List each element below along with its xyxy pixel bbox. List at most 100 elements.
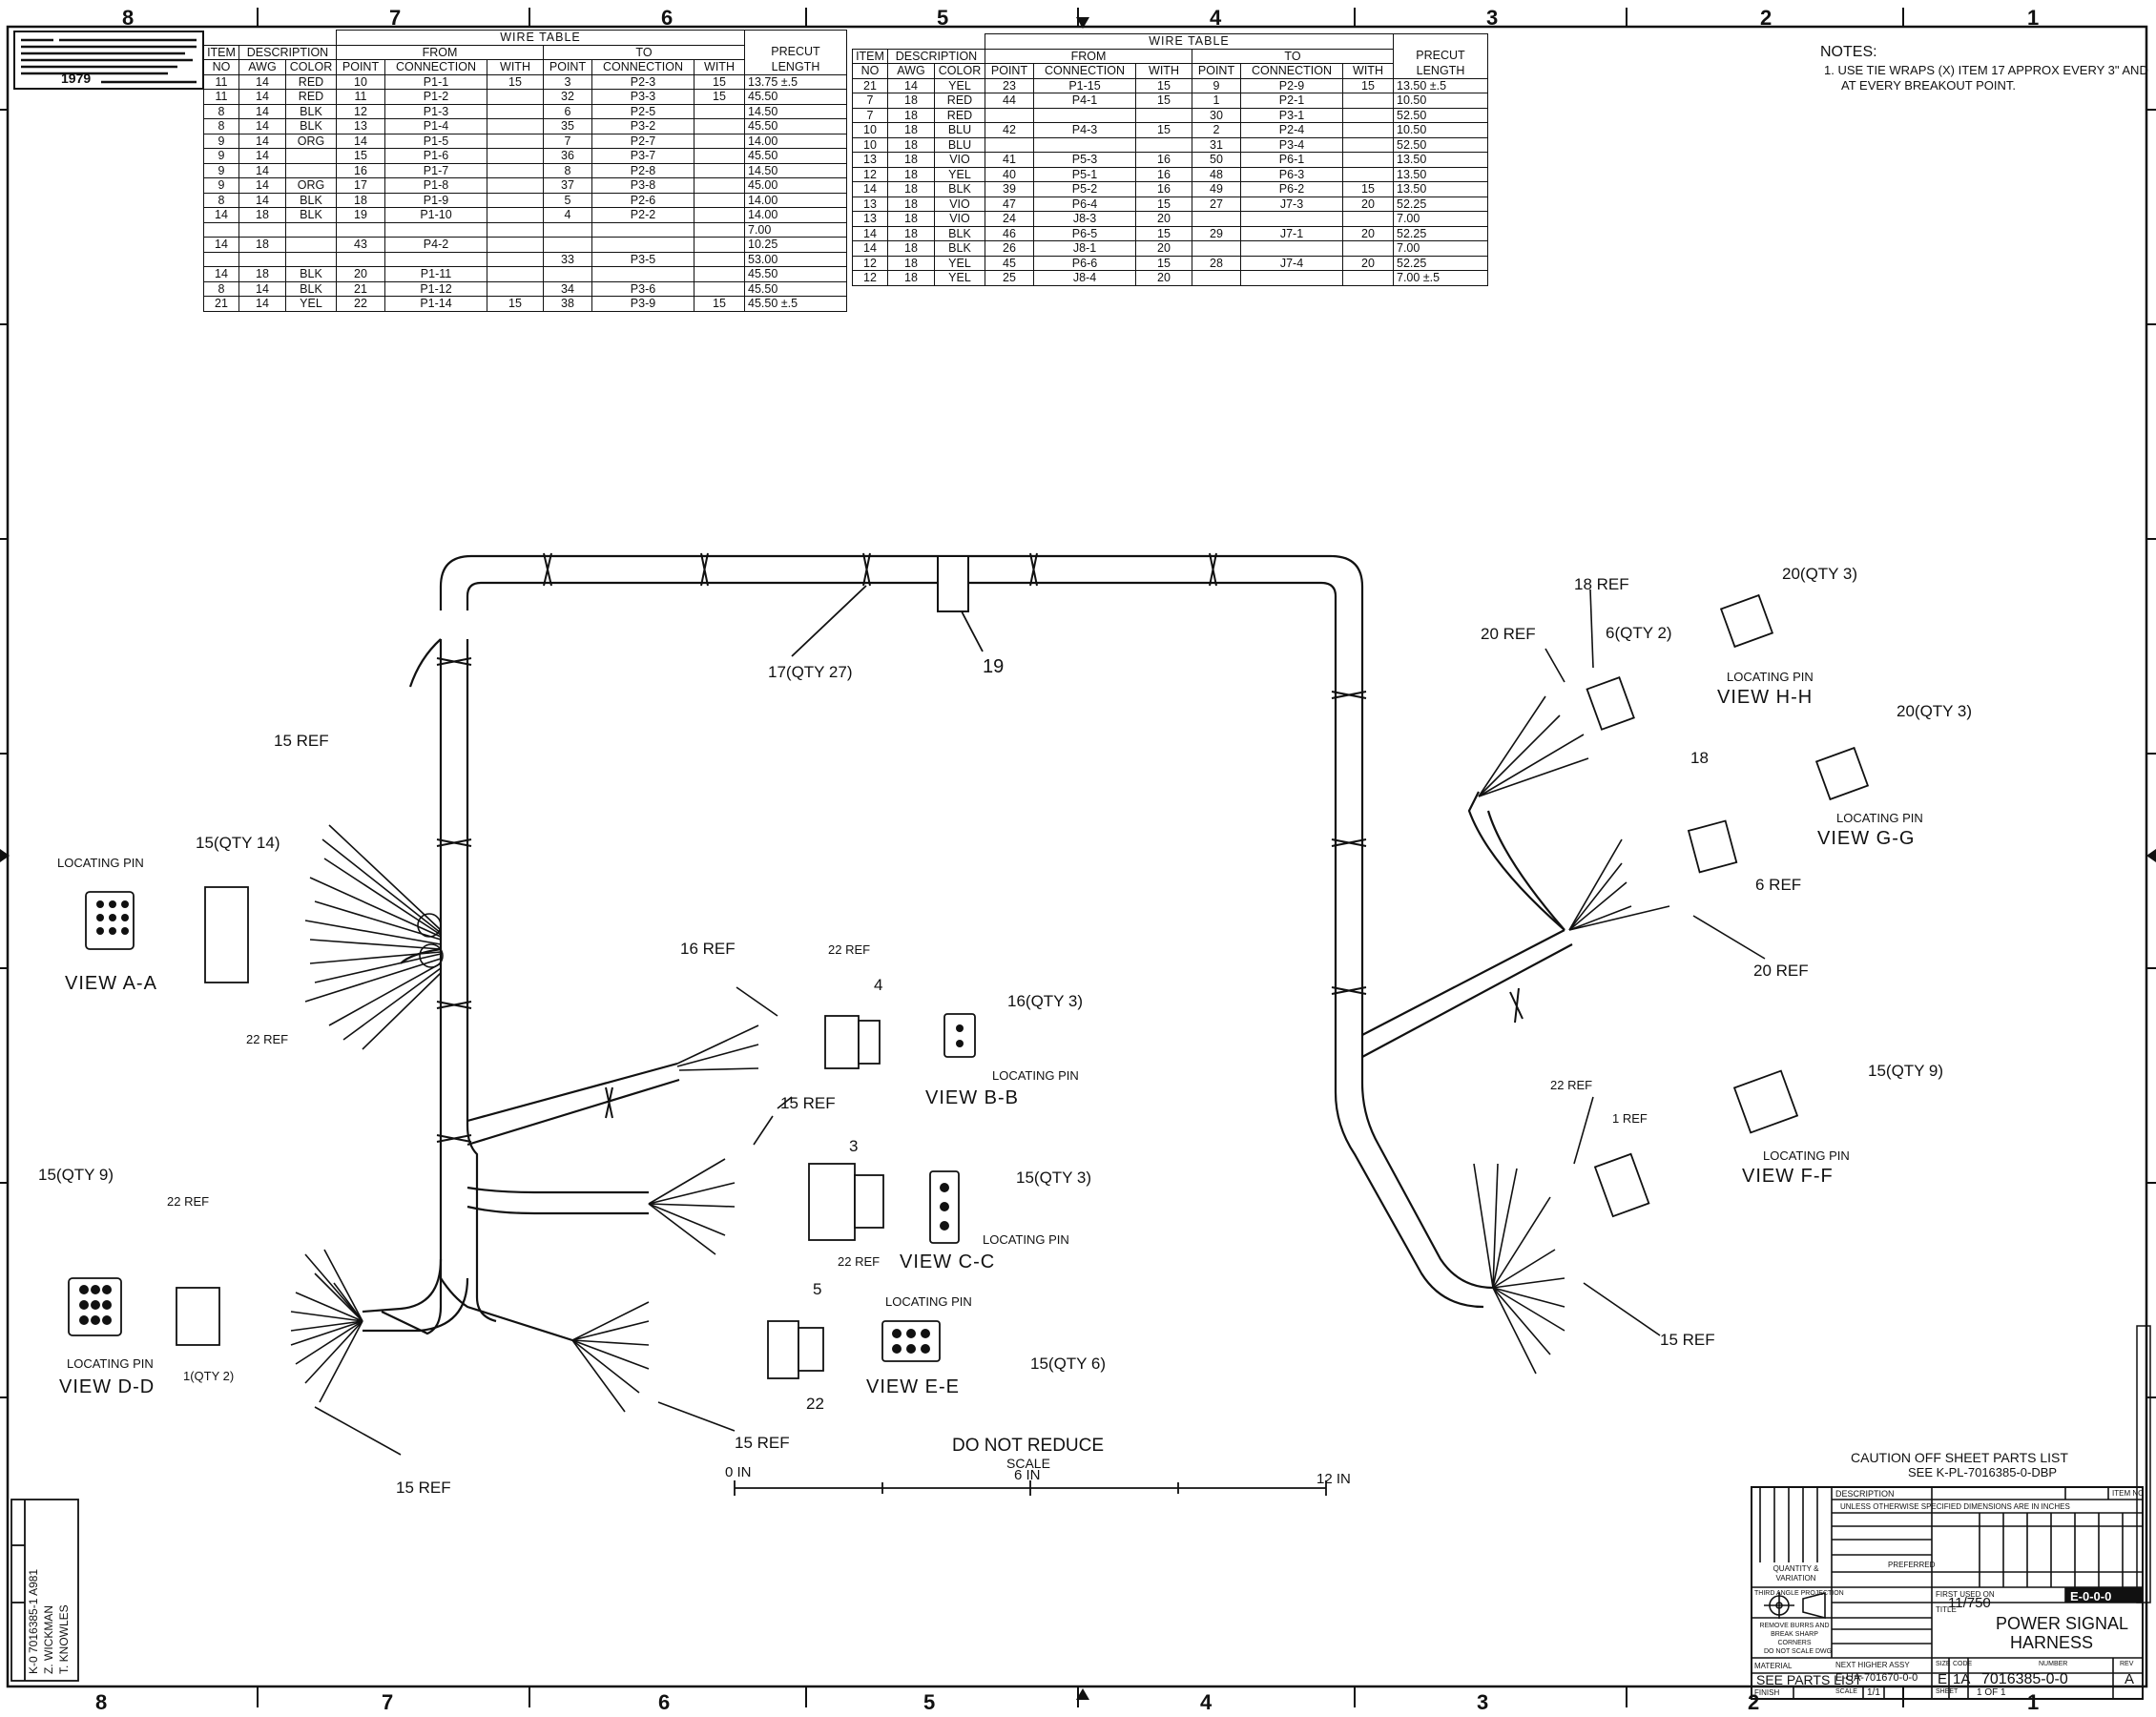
wire-table-right-cell: 18 bbox=[887, 122, 935, 138]
wire-table-right-cell: VIO bbox=[934, 152, 985, 168]
wire-table-right-cell: 29 bbox=[1192, 225, 1241, 241]
wire-table-left-cell: 45.50 bbox=[744, 280, 847, 297]
callout-item-19: 19 bbox=[983, 656, 1005, 677]
wire-table-left-cell: 45.50 ±.5 bbox=[744, 296, 847, 312]
tb-finish: FINISH bbox=[1754, 1688, 1780, 1697]
view-b-b: VIEW B-B bbox=[925, 1087, 1020, 1108]
callout-18-ref-h: 18 REF bbox=[1574, 575, 1629, 593]
title-block: DESCRIPTION ITEM NO UNLESS OTHERWISE SPE… bbox=[1751, 1486, 2144, 1700]
notes-line-2: AT EVERY BREAKOUT POINT. bbox=[1841, 78, 2017, 93]
locating-pin-b: LOCATING PIN bbox=[992, 1068, 1079, 1083]
wire-table-right-cell: 13.50 bbox=[1393, 152, 1488, 168]
connector-j8 bbox=[1586, 676, 1635, 731]
wire-table-right-cell: BLK bbox=[934, 240, 985, 257]
zone-label-bottom-5: 5 bbox=[923, 1690, 936, 1714]
zone-label-5: 5 bbox=[937, 6, 949, 30]
scale-tick-12: 12 IN bbox=[1316, 1471, 1351, 1487]
wire-table-right-cell: P5-3 bbox=[1033, 152, 1136, 168]
wire-table-left-cell: 22 bbox=[336, 296, 385, 312]
callout-15-qty-9-f: 15(QTY 9) bbox=[1868, 1062, 1944, 1080]
wire-table-left-cell: 14.00 bbox=[744, 192, 847, 208]
tie-wrap-marks bbox=[436, 552, 1524, 1143]
wire-table-left-cell: BLK bbox=[285, 280, 337, 297]
callout-item-22: 22 bbox=[806, 1395, 824, 1413]
zone-label-bottom-3: 3 bbox=[1477, 1690, 1489, 1714]
tb-scale: SCALE bbox=[1835, 1688, 1857, 1695]
tb-rev-value: A bbox=[2125, 1671, 2135, 1687]
harness-trunk-top-inner bbox=[466, 581, 1337, 1011]
tb-material: MATERIAL bbox=[1754, 1662, 1793, 1670]
wire-table-left-cell: 32 bbox=[543, 89, 592, 105]
locating-pin-h: LOCATING PIN bbox=[1727, 670, 1814, 684]
tb-title-label: TITLE bbox=[1936, 1605, 1957, 1614]
revision-strip-line-2: Z. WICKMAN bbox=[42, 1605, 55, 1674]
tb-first-used-on: FIRST USED ON bbox=[1936, 1590, 1995, 1599]
callout-15-ref-a: 15 REF bbox=[274, 732, 329, 750]
callout-16-qty-3: 16(QTY 3) bbox=[1007, 992, 1084, 1010]
callout-tie-wraps: 17(QTY 27) bbox=[768, 663, 853, 681]
view-h-h: VIEW H-H bbox=[1717, 687, 1814, 708]
callout-item-5: 5 bbox=[813, 1280, 822, 1298]
tb-remove-burrs: REMOVE BURRS AND BREAK SHARP CORNERS bbox=[1759, 1623, 1830, 1646]
revision-strip-line-1: K-0 7016385-1 A981 bbox=[27, 1568, 40, 1674]
callout-20-qty-3-h: 20(QTY 3) bbox=[1782, 565, 1858, 583]
wire-table-left-cell: P2-6 bbox=[591, 192, 694, 208]
wire-table-left-cell: 13.75 ±.5 bbox=[744, 73, 847, 90]
notes-line-1: 1. USE TIE WRAPS (X) ITEM 17 APPROX EVER… bbox=[1824, 63, 2148, 77]
scale-bar bbox=[734, 1480, 1327, 1496]
wire-table-left-title: WIRE TABLE bbox=[336, 30, 745, 46]
locating-pin-e: LOCATING PIN bbox=[885, 1294, 972, 1309]
connector-p3 bbox=[1593, 1152, 1650, 1218]
copyright-year: 1979 bbox=[61, 71, 92, 86]
callout-22-ref-a: 22 REF bbox=[246, 1032, 289, 1046]
tb-item-no: ITEM NO bbox=[2112, 1489, 2145, 1498]
tb-sheet: SHEET bbox=[1936, 1688, 1959, 1695]
callout-15-qty-14: 15(QTY 14) bbox=[196, 834, 280, 852]
caution-line-2: SEE K-PL-7016385-0-DBP bbox=[1908, 1465, 2058, 1479]
view-d-d: VIEW D-D bbox=[59, 1376, 155, 1397]
locating-pin-c: LOCATING PIN bbox=[983, 1232, 1069, 1247]
zone-label-bottom-1: 1 bbox=[2027, 1690, 2040, 1714]
callout-item-3: 3 bbox=[849, 1137, 859, 1155]
tb-material-value: SEE PARTS LIST bbox=[1756, 1672, 1862, 1687]
view-f-f: VIEW F-F bbox=[1742, 1166, 1834, 1187]
callout-1-qty-2-d: 1(QTY 2) bbox=[183, 1369, 235, 1383]
tb-size-value: E bbox=[1938, 1671, 1948, 1687]
connector-p2-side bbox=[176, 1287, 220, 1346]
locating-pin-a: LOCATING PIN bbox=[57, 856, 144, 870]
locating-pin-f: LOCATING PIN bbox=[1763, 1148, 1850, 1163]
connector-f-face bbox=[1732, 1069, 1799, 1134]
callout-1-ref-f: 1 REF bbox=[1612, 1111, 1648, 1126]
tb-number-value: 7016385-0-0 bbox=[1981, 1671, 2068, 1687]
connector-p6 bbox=[767, 1320, 799, 1379]
locating-pin-d: LOCATING PIN bbox=[67, 1356, 154, 1371]
callout-20-ref-g: 20 REF bbox=[1753, 962, 1809, 980]
connector-p1-side bbox=[204, 886, 249, 983]
zone-label-bottom-6: 6 bbox=[658, 1690, 671, 1714]
tb-number: NUMBER bbox=[2039, 1661, 2068, 1667]
callout-16-ref: 16 REF bbox=[680, 940, 736, 958]
wire-table-left-cell: BLK bbox=[285, 118, 337, 134]
notes-title: NOTES: bbox=[1820, 44, 1877, 60]
wire-table-left-cell: 21 bbox=[336, 280, 385, 297]
wire-table-right-cell: 12 bbox=[852, 270, 888, 286]
wire-table-left-row: 7.00 bbox=[203, 221, 847, 238]
callout-15-qty-6: 15(QTY 6) bbox=[1030, 1355, 1107, 1373]
scale-tick-6: 6 IN bbox=[1014, 1467, 1041, 1483]
